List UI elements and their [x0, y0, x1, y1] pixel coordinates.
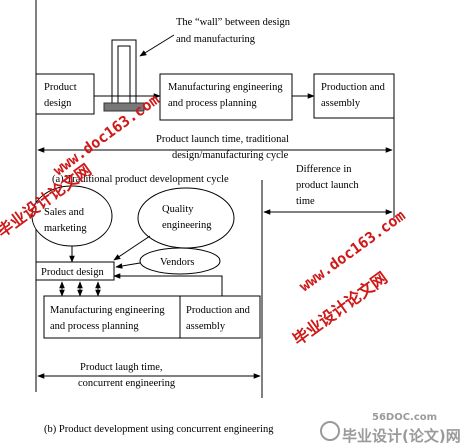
watermark-url-right: www.doc163.com — [296, 206, 409, 295]
arrow-vendors-to-design — [115, 262, 141, 269]
bidirectional-arrows — [59, 281, 101, 297]
arrow-quality-to-design — [113, 235, 151, 261]
logo-text: 毕业设计(论文)网 — [342, 427, 461, 445]
cycle-note: Product launch time, traditional design/… — [156, 134, 292, 161]
caption-b: (b) Product development using concurrent… — [44, 424, 274, 435]
caption-a: (a) Traditional product development cycl… — [52, 174, 229, 185]
logo-site: 56DOC.com — [372, 412, 437, 423]
launch-note: Product laugh time, concurrent engineeri… — [78, 362, 176, 389]
wall-note: The “wall” between design and manufactur… — [176, 17, 293, 45]
svg-text:Vendors: Vendors — [160, 257, 194, 268]
difference-note: Difference in product launch time — [296, 164, 361, 207]
wall-note-pointer — [139, 34, 175, 57]
wall-icon — [103, 39, 145, 112]
arrow-production-to-design — [113, 273, 223, 296]
svg-text:Product design: Product design — [41, 267, 104, 278]
site-logo: 56DOC.com 毕业设计(论文)网 — [320, 412, 461, 445]
diagram-a: The “wall” between design and manufactur… — [35, 0, 395, 218]
box-b-product-design: Product design — [35, 261, 115, 281]
ellipse-vendors: Vendors — [139, 247, 221, 275]
logo-icon — [320, 421, 340, 441]
